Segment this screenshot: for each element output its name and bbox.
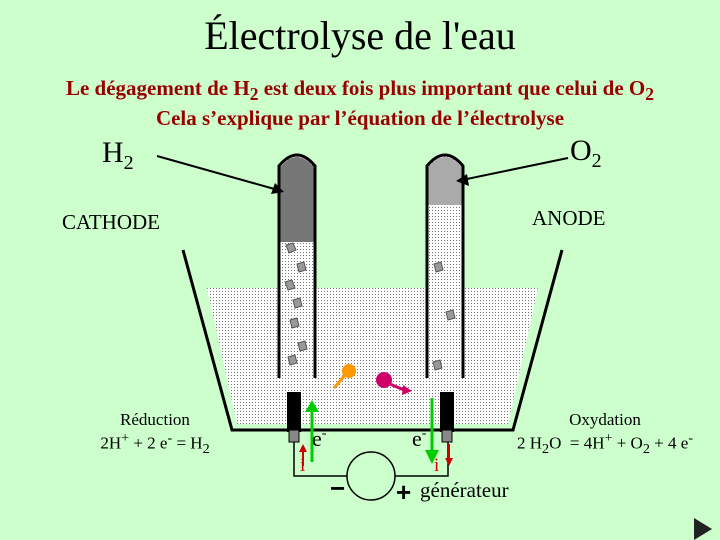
plus-terminal: + [396, 477, 411, 507]
h2-pointer-arrow [156, 155, 284, 194]
electron-label-right: e- [412, 426, 427, 451]
electron-label-left: e- [312, 426, 327, 451]
reduction-equation: Réduction 2H+ + 2 e- = H2 [80, 410, 230, 458]
oxydation-title: Oxydation [569, 410, 641, 429]
play-triangle-icon[interactable] [694, 518, 712, 540]
cathode-label: CATHODE [62, 210, 160, 234]
current-label-left: i [300, 455, 305, 476]
current-arrow-right [445, 444, 453, 466]
minus-terminal: − [330, 473, 345, 503]
anode-label: ANODE [532, 206, 606, 230]
reduction-title: Réduction [120, 410, 190, 429]
subtitle-line-1: Le dégagement de H2 est deux fois plus i… [65, 76, 654, 105]
ion-magenta [376, 372, 412, 395]
electron-arrow-left [305, 400, 319, 462]
current-label-right: i [434, 455, 439, 476]
electron-arrow-right [425, 398, 439, 464]
current-arrow-left [299, 444, 307, 466]
generator-label: générateur [420, 478, 509, 502]
o2-label: O2 [570, 134, 602, 172]
bubbles-h2 [284, 242, 308, 366]
bubbles-o2 [432, 261, 456, 371]
test-tube-o2 [425, 153, 465, 378]
ion-orange [332, 364, 356, 389]
subtitle-line-2: Cela s’explique par l’équation de l’élec… [155, 106, 565, 130]
tank [181, 249, 564, 432]
oxydation-equation: Oxydation 2 H2O = 4H+ + O2 + 4 e- [490, 410, 720, 458]
h2-label: H2 [102, 136, 134, 174]
page-title: Électrolyse de l'eau [204, 13, 516, 58]
electrode-anode [440, 392, 454, 432]
test-tube-h2 [277, 153, 317, 378]
o2-pointer-arrow [456, 157, 569, 186]
water [207, 288, 538, 424]
electrode-cathode [287, 392, 301, 432]
